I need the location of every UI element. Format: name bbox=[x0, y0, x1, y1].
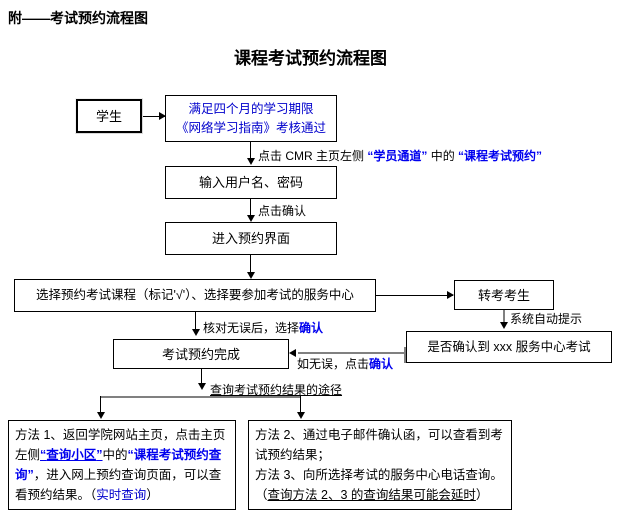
method1-quote-close-1: ” bbox=[96, 448, 103, 462]
method23-line3-underlined: 查询方法 2、3 的查询结果可能会延时 bbox=[267, 488, 476, 502]
node-prerequisite-line2: 《网络学习指南》考核通过 bbox=[175, 120, 326, 135]
edge-label-no-error: 如无误，点击确认 bbox=[297, 357, 393, 371]
method1-quote-close-2: ” bbox=[27, 468, 34, 482]
method23-line3-open: （ bbox=[255, 488, 268, 502]
node-student-label: 学生 bbox=[95, 108, 122, 124]
arrowhead-select-to-transfer bbox=[447, 291, 454, 299]
method23-line1: 方法 2、通过电子邮件确认函，可以查看到考试预约结果； bbox=[255, 428, 503, 462]
node-booking-done: 考试预约完成 bbox=[113, 339, 289, 369]
connector-select-to-done bbox=[195, 312, 196, 334]
edge-label-to-login-emph2: 课程考试预约 bbox=[464, 149, 537, 163]
node-select-course-label: 选择预约考试课程（标记'√'）、选择要参加考试的服务中心 bbox=[36, 288, 354, 302]
node-transfer-candidate-label: 转考考生 bbox=[477, 287, 530, 303]
arrowhead-student-to-prereq bbox=[159, 112, 166, 120]
node-booking-done-label: 考试预约完成 bbox=[161, 346, 240, 362]
edge-label-verify-ok-prefix: 核对无误后，选择 bbox=[203, 321, 300, 335]
connector-branch-left-stub bbox=[100, 396, 101, 416]
arrowhead-branch-right bbox=[297, 412, 305, 419]
edge-label-to-login-middle: 中的 bbox=[427, 149, 459, 163]
edge-label-to-login-quote2-close: ” bbox=[536, 149, 543, 163]
edge-label-to-login-emph1: 学员通道 bbox=[373, 149, 422, 163]
edge-label-verify-ok: 核对无误后，选择确认 bbox=[203, 321, 323, 335]
edge-label-no-error-emph: 确认 bbox=[369, 357, 394, 371]
connector-prereq-to-login bbox=[250, 142, 251, 162]
connector-branch-right-stub bbox=[300, 396, 301, 416]
method1-quote-open-1: “ bbox=[40, 448, 47, 462]
method1-seg2-emph: 查询小区 bbox=[46, 448, 97, 462]
method1-seg1: 方法 1、返回学院网站主页，点击主页左侧 bbox=[15, 428, 226, 462]
connector-select-to-transfer bbox=[376, 295, 453, 296]
arrowhead-select-to-done bbox=[192, 329, 200, 336]
page-title: 课程考试预约流程图 bbox=[234, 49, 387, 68]
connector-confirm-to-done bbox=[298, 352, 405, 354]
method23-line3-close: ） bbox=[475, 488, 489, 502]
node-login-label: 输入用户名、密码 bbox=[198, 175, 303, 190]
node-method-1: 方法 1、返回学院网站主页，点击主页左侧“查询小区”中的“课程考试预约查询”，进… bbox=[8, 420, 236, 510]
connector-login-to-bookingui bbox=[250, 199, 251, 219]
edge-label-no-error-prefix: 如无误，点击 bbox=[297, 357, 370, 371]
node-method-2-3: 方法 2、通过电子邮件确认函，可以查看到考试预约结果； 方法 3、向所选择考试的… bbox=[248, 420, 512, 510]
method1-seg4-emph: 课程考试预约查询 bbox=[15, 448, 222, 482]
method1-seg5: ，进入网上预约查询页面，可以查看预约结果。（ bbox=[15, 468, 222, 502]
connector-bookingui-to-select bbox=[250, 255, 251, 277]
node-prerequisite-line1: 满足四个月的学习期限 bbox=[188, 101, 314, 116]
node-confirm-center-label: 是否确认到 xxx 服务中心考试 bbox=[427, 339, 591, 354]
arrowhead-branch-left bbox=[97, 412, 105, 419]
connector-transfer-to-confirm bbox=[503, 310, 505, 327]
node-method-2-3-text: 方法 2、通过电子邮件确认函，可以查看到考试预约结果； 方法 3、向所选择考试的… bbox=[249, 422, 511, 508]
node-booking-ui: 进入预约界面 bbox=[165, 222, 337, 255]
edge-label-to-login-quote2-open: “ bbox=[458, 149, 465, 163]
method23-line3: （查询方法 2、3 的查询结果可能会延时） bbox=[255, 485, 505, 505]
node-confirm-center: 是否确认到 xxx 服务中心考试 bbox=[406, 331, 612, 363]
arrowhead-prereq-to-login bbox=[247, 158, 255, 165]
edge-label-to-login-prefix: 点击 CMR 主页左侧 bbox=[258, 149, 368, 163]
arrowhead-transfer-to-confirm bbox=[500, 322, 508, 329]
node-login: 输入用户名、密码 bbox=[165, 166, 337, 199]
node-prerequisite: 满足四个月的学习期限 《网络学习指南》考核通过 bbox=[165, 95, 337, 142]
edge-label-to-login-quote1-close: ” bbox=[421, 149, 428, 163]
method1-quote-open-2: “ bbox=[127, 448, 134, 462]
node-select-course: 选择预约考试课程（标记'√'）、选择要参加考试的服务中心 bbox=[14, 279, 376, 312]
method1-seg3: 中的 bbox=[102, 448, 128, 462]
node-student: 学生 bbox=[75, 98, 143, 134]
arrowhead-done-to-branch bbox=[198, 383, 206, 390]
connector-student-to-prereq bbox=[143, 116, 165, 117]
arrowhead-bookingui-to-select bbox=[247, 272, 255, 279]
node-method-1-text: 方法 1、返回学院网站主页，点击主页左侧“查询小区”中的“课程考试预约查询”，进… bbox=[9, 422, 235, 508]
edge-label-verify-ok-emph: 确认 bbox=[299, 321, 324, 335]
edge-label-to-login: 点击 CMR 主页左侧 “学员通道” 中的 “课程考试预约” bbox=[258, 149, 542, 163]
connector-branch-bus bbox=[100, 396, 300, 398]
edge-label-to-booking-ui: 点击确认 bbox=[258, 204, 307, 218]
arrowhead-login-to-bookingui bbox=[247, 215, 255, 222]
connector-confirm-to-done-vertical bbox=[404, 347, 406, 363]
method1-seg6-realtime: 实时查询 bbox=[96, 488, 147, 502]
edge-label-system-prompt: 系统自动提示 bbox=[510, 312, 583, 326]
edge-label-query-methods: 查询考试预约结果的途径 bbox=[210, 383, 343, 397]
appendix-title: 附——考试预约流程图 bbox=[8, 10, 148, 26]
method23-line2: 方法 3、向所选择考试的服务中心电话查询。 bbox=[255, 468, 503, 482]
edge-label-to-login-quote1-open: “ bbox=[367, 149, 374, 163]
method1-seg7: ） bbox=[146, 488, 159, 502]
node-booking-ui-label: 进入预约界面 bbox=[211, 231, 290, 246]
connector-done-to-branch bbox=[201, 369, 202, 387]
node-transfer-candidate: 转考考生 bbox=[454, 280, 554, 310]
arrowhead-confirm-to-done bbox=[289, 349, 296, 357]
